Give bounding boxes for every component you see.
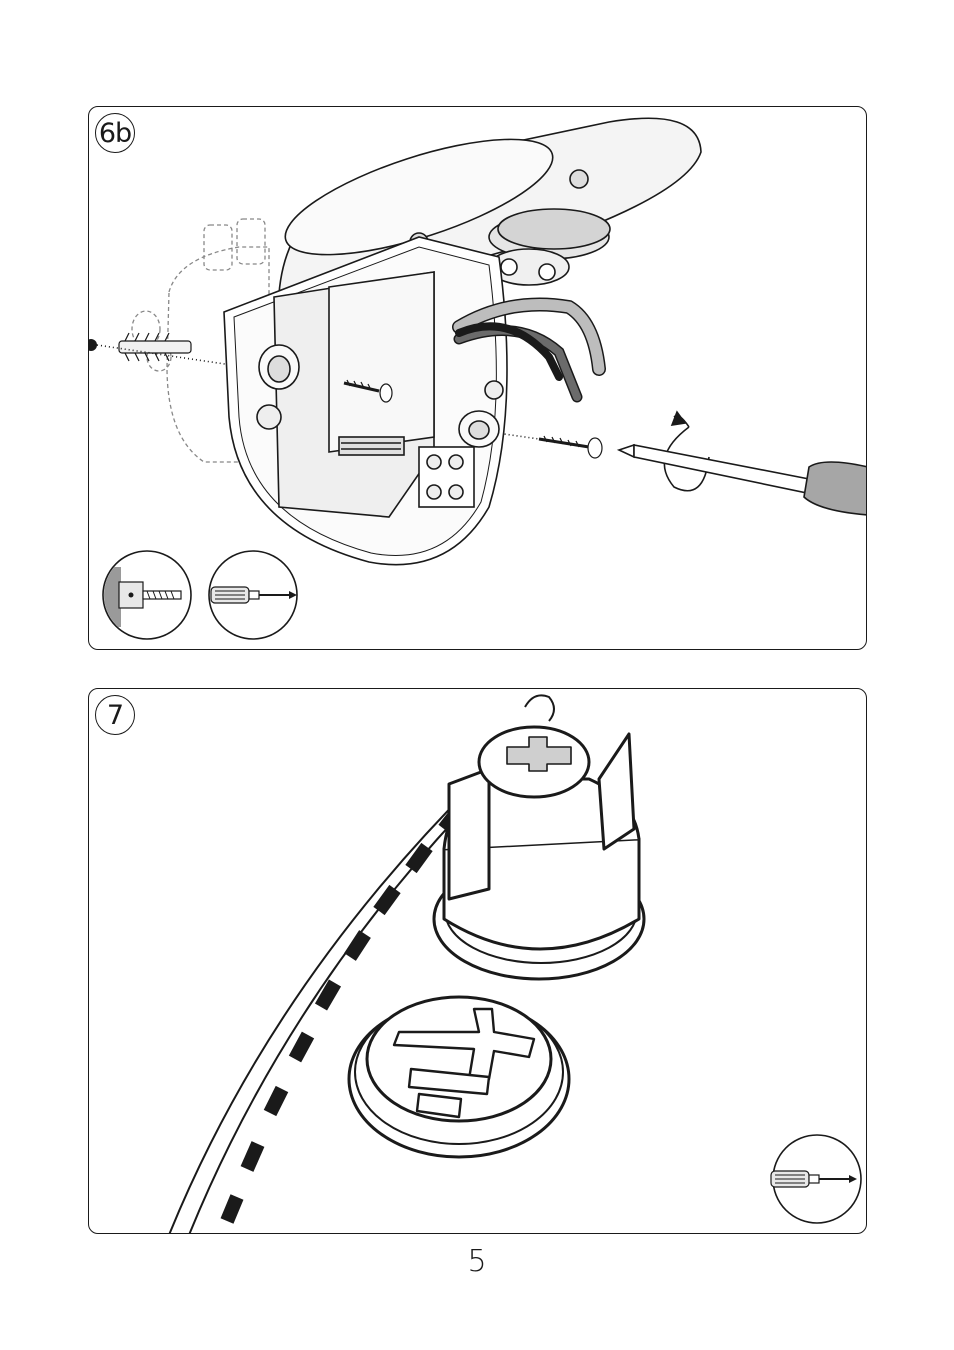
page-number: 5	[0, 1244, 954, 1279]
screwdriver-icon	[771, 1135, 861, 1223]
step-number-badge: 7	[95, 695, 135, 735]
step-7-illustration	[89, 689, 867, 1234]
clockwise-rotation-arrow	[664, 412, 709, 491]
drill-icon	[99, 551, 191, 639]
drill-hole	[89, 339, 97, 351]
screwdriver-icon	[209, 551, 297, 639]
socket-housing	[434, 695, 644, 979]
step-6b-illustration	[89, 107, 867, 650]
screwdriver	[619, 445, 867, 515]
socket-cover-cap	[349, 997, 569, 1157]
step-6b-panel: 6b	[88, 106, 867, 650]
step-number-badge: 6b	[95, 113, 135, 153]
step-7-panel: 7	[88, 688, 867, 1234]
fixing-screw-lower	[539, 436, 602, 458]
